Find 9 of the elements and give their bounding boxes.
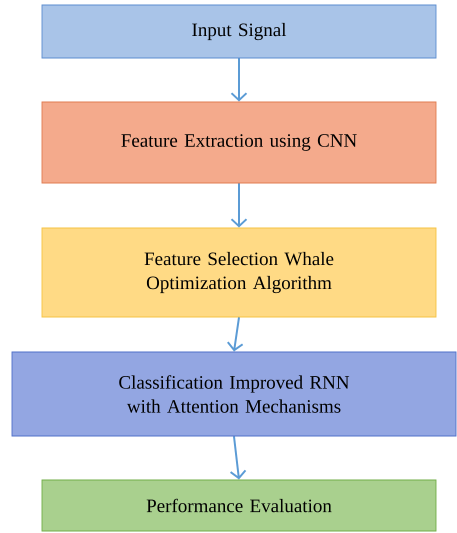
arrow bbox=[227, 317, 244, 352]
process-box: Input Signal bbox=[42, 4, 436, 58]
process-box: Performance Evaluation bbox=[42, 480, 436, 532]
arrow bbox=[230, 183, 248, 228]
process-box: Feature Selection Whale Optimization Algorithm bbox=[42, 228, 436, 318]
process-box: Classification Improved RNN with Attention Mechanisms bbox=[12, 352, 456, 436]
arrow bbox=[230, 58, 248, 102]
arrow bbox=[230, 436, 246, 480]
process-box: Feature Extraction using CNN bbox=[42, 102, 436, 184]
